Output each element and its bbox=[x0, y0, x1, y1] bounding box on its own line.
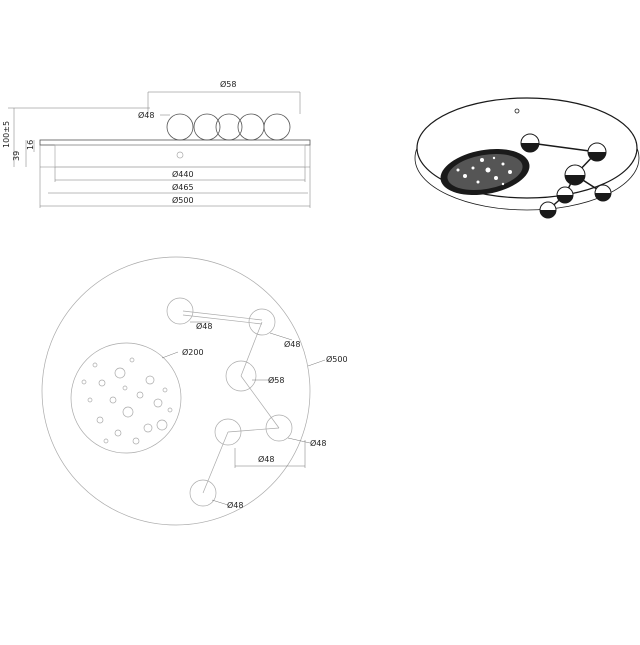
plan-dim-d48-c: Ø48 bbox=[310, 438, 326, 448]
center-mount bbox=[176, 151, 184, 159]
top-plan-view: Ø48 Ø48 Ø58 Ø200 Ø500 Ø48 Ø48 Ø48 bbox=[41, 256, 348, 526]
dim-d440: Ø440 bbox=[172, 169, 194, 179]
plan-dim-d200: Ø200 bbox=[182, 347, 204, 357]
render-spheres bbox=[520, 133, 612, 219]
plan-moon-disk bbox=[70, 342, 182, 454]
render-mount-screw bbox=[514, 108, 520, 114]
plan-dim-d48-a: Ø48 bbox=[196, 321, 212, 331]
dim-d58-top: Ø58 bbox=[220, 79, 236, 89]
render-moon-dots bbox=[456, 156, 512, 186]
dim-h16: 16 bbox=[26, 140, 35, 150]
plan-dim-d48-d: Ø48 bbox=[258, 454, 274, 464]
plan-spheres bbox=[166, 297, 293, 507]
dim-d48-top: Ø48 bbox=[138, 110, 154, 120]
dim-h100: 100±5 bbox=[2, 121, 11, 148]
side-elevation-view: Ø58 Ø48 Ø440 Ø465 Ø500 100±5 39 16 bbox=[2, 79, 311, 208]
plan-dim-d48-e: Ø48 bbox=[227, 500, 243, 510]
perspective-render bbox=[414, 97, 640, 219]
plan-dim-d500: Ø500 bbox=[326, 354, 348, 364]
dim-d465: Ø465 bbox=[172, 182, 194, 192]
housing-outline bbox=[54, 144, 306, 168]
plan-arms bbox=[182, 310, 280, 494]
plan-dim-d58: Ø58 bbox=[268, 375, 284, 385]
dim-h39: 39 bbox=[12, 151, 21, 161]
plan-outer-disk bbox=[41, 256, 311, 526]
plan-moon-dots bbox=[81, 357, 173, 445]
dim-d500: Ø500 bbox=[172, 195, 194, 205]
plan-dim-d48-b: Ø48 bbox=[284, 339, 300, 349]
ceiling-plate-outline bbox=[39, 139, 311, 146]
side-spheres bbox=[166, 113, 291, 141]
